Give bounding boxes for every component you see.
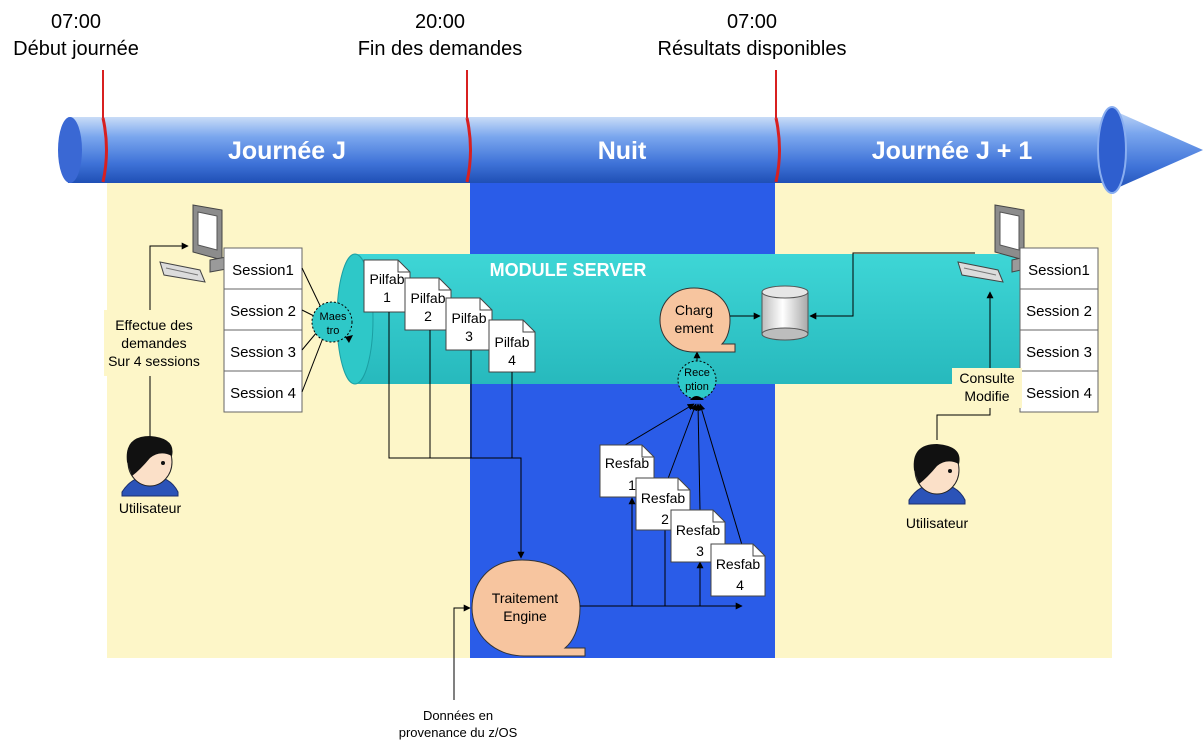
resfab-3-name: Resfab xyxy=(676,522,721,538)
resfab-2-num: 2 xyxy=(661,511,669,527)
module-server-title: MODULE SERVER xyxy=(490,260,647,280)
left-session-1: Session1 xyxy=(232,262,294,279)
marker-time-3: 07:00 xyxy=(727,11,777,33)
right-session-4: Session 4 xyxy=(1026,385,1092,402)
marker-label-1: Début journée xyxy=(13,38,139,60)
timeline-markers xyxy=(101,70,781,183)
maestro-icon xyxy=(311,301,353,343)
pilfab-to-engine-connectors xyxy=(388,312,525,559)
pilfab-2-name: Pilfab xyxy=(410,290,445,306)
right-user-connector xyxy=(936,291,994,440)
pilfab-4-num: 4 xyxy=(508,352,516,368)
resfab-2-name: Resfab xyxy=(641,490,686,506)
reception-label-1: Rece xyxy=(684,367,710,379)
resfab-4-name: Resfab xyxy=(716,556,761,572)
maestro-label-1: Maes xyxy=(320,311,347,323)
resfab-doc-4 xyxy=(710,543,766,597)
period-day-j: Journée J xyxy=(228,137,346,165)
pilfab-4-name: Pilfab xyxy=(494,334,529,350)
pilfab-2-num: 2 xyxy=(424,308,432,324)
reception-label-2: ption xyxy=(685,381,709,393)
left-session-2: Session 2 xyxy=(230,303,296,320)
left-action-line-3: Sur 4 sessions xyxy=(108,353,200,369)
engine-label-1: Traitement xyxy=(492,590,559,606)
pilfab-3-name: Pilfab xyxy=(451,310,486,326)
pilfab-3-num: 3 xyxy=(465,328,473,344)
left-user-label: Utilisateur xyxy=(119,500,182,516)
right-session-2: Session 2 xyxy=(1026,303,1092,320)
maestro-label-2: tro xyxy=(327,325,340,337)
marker-label-3: Résultats disponibles xyxy=(658,38,847,60)
source-connector xyxy=(453,604,471,700)
database-icon xyxy=(761,285,809,341)
computer-icon-left xyxy=(159,204,233,283)
session-stack-right xyxy=(1019,247,1099,413)
period-day-j1: Journée J + 1 xyxy=(872,137,1033,165)
resfab-3-num: 3 xyxy=(696,543,704,559)
pilfab-doc-4 xyxy=(488,319,536,373)
chargement-label-1: Charg xyxy=(675,302,713,318)
source-label-2: provenance du z/OS xyxy=(399,725,518,740)
right-action-line-2: Modifie xyxy=(964,388,1009,404)
user-avatar-right-icon xyxy=(908,444,966,505)
left-session-3: Session 3 xyxy=(230,344,296,361)
pilfab-1-name: Pilfab xyxy=(369,271,404,287)
resfab-4-num: 4 xyxy=(736,577,744,593)
session-stack-left xyxy=(223,247,303,413)
right-computer-to-db-connector xyxy=(809,252,975,320)
resfab-1-name: Resfab xyxy=(605,455,650,471)
timeline-arrow xyxy=(58,106,1203,194)
left-action-line-1: Effectue des xyxy=(115,317,193,333)
engine-process xyxy=(471,559,586,657)
left-action-line-2: demandes xyxy=(121,335,186,351)
computer-icon-right xyxy=(957,204,1031,283)
marker-time-1: 07:00 xyxy=(51,11,101,33)
marker-time-2: 20:00 xyxy=(415,11,465,33)
right-action-line-1: Consulte xyxy=(959,370,1014,386)
right-session-3: Session 3 xyxy=(1026,344,1092,361)
chargement-label-2: ement xyxy=(675,320,714,336)
right-user-label: Utilisateur xyxy=(906,515,969,531)
pilfab-1-num: 1 xyxy=(383,289,391,305)
right-action-bg xyxy=(952,368,1022,408)
engine-to-resfab-connectors xyxy=(580,497,743,610)
source-label-1: Données en xyxy=(423,708,493,723)
left-session-4: Session 4 xyxy=(230,385,296,402)
marker-label-2: Fin des demandes xyxy=(358,38,523,60)
chargement-process xyxy=(659,287,736,353)
user-avatar-left-icon xyxy=(121,436,179,497)
period-night: Nuit xyxy=(598,137,647,165)
right-session-1: Session1 xyxy=(1028,262,1090,279)
engine-label-2: Engine xyxy=(503,608,547,624)
resfab-1-num: 1 xyxy=(628,477,636,493)
left-action-bg xyxy=(104,310,204,376)
